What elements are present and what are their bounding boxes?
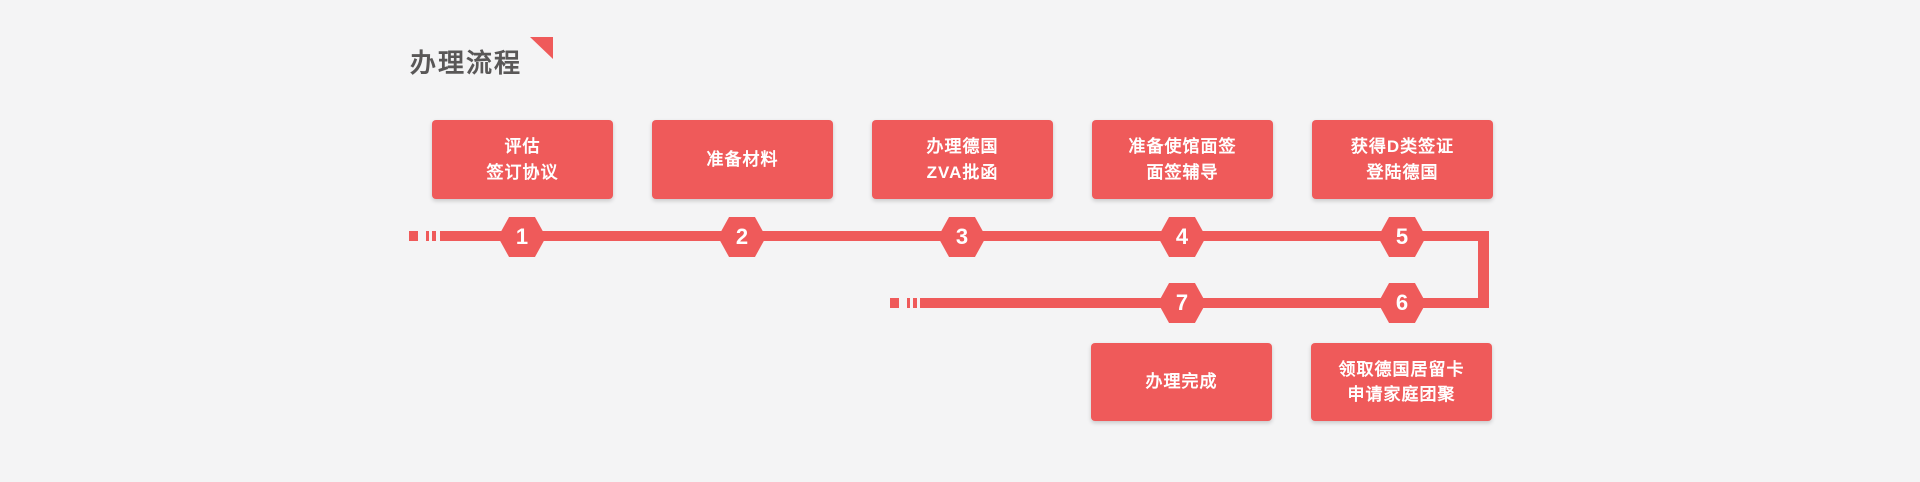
step-label-line: 办理德国	[926, 137, 999, 156]
step-label-line: ZVA批函	[926, 162, 999, 182]
step-box-7: 办理完成	[1091, 343, 1272, 421]
step-label-line: 签订协议	[486, 162, 559, 182]
step-number: 6	[1395, 290, 1409, 315]
step-box-2: 准备材料	[652, 120, 833, 199]
step-label-line: 登陆德国	[1366, 162, 1439, 182]
step-marker-6: 6	[1378, 283, 1426, 323]
step-number: 2	[735, 224, 749, 249]
step-label-line: 准备使馆面签	[1128, 137, 1237, 156]
step-marker-1: 1	[498, 217, 546, 257]
step-box-3: 办理德国 ZVA批函	[872, 120, 1053, 199]
step-number: 4	[1175, 224, 1189, 249]
step-marker-5: 5	[1378, 217, 1426, 257]
step-marker-4: 4	[1158, 217, 1206, 257]
timeline-start-dash	[432, 231, 436, 241]
timeline-start-square	[890, 298, 899, 308]
step-label-line: 办理完成	[1145, 372, 1218, 392]
step-label-line: 准备材料	[706, 149, 779, 169]
step-box-6: 领取德国居留卡 申请家庭团聚	[1311, 343, 1492, 421]
step-label-line: 面签辅导	[1146, 162, 1219, 182]
step-number: 1	[515, 224, 529, 249]
step-label-line: 申请家庭团聚	[1347, 385, 1456, 404]
step-box-4: 准备使馆面签 面签辅导	[1092, 120, 1273, 199]
timeline-start-square	[409, 231, 418, 241]
step-number: 3	[955, 224, 969, 249]
step-marker-7: 7	[1158, 283, 1206, 323]
step-label-line: 获得D类签证	[1350, 137, 1455, 156]
timeline-start-dash	[913, 298, 917, 308]
step-marker-3: 3	[938, 217, 986, 257]
timeline-connector-vertical	[1478, 231, 1489, 308]
step-label-line: 评估	[504, 137, 541, 156]
timeline-start-dash	[426, 231, 429, 241]
step-number: 5	[1395, 224, 1409, 249]
step-box-1: 评估 签订协议	[432, 120, 613, 199]
step-number: 7	[1175, 290, 1189, 315]
page-title: 办理流程	[410, 48, 523, 78]
corner-triangle-icon	[530, 37, 553, 59]
step-box-5: 获得D类签证 登陆德国	[1312, 120, 1493, 199]
step-label-line: 领取德国居留卡	[1338, 359, 1465, 379]
step-marker-2: 2	[718, 217, 766, 257]
timeline-start-dash	[907, 298, 910, 308]
